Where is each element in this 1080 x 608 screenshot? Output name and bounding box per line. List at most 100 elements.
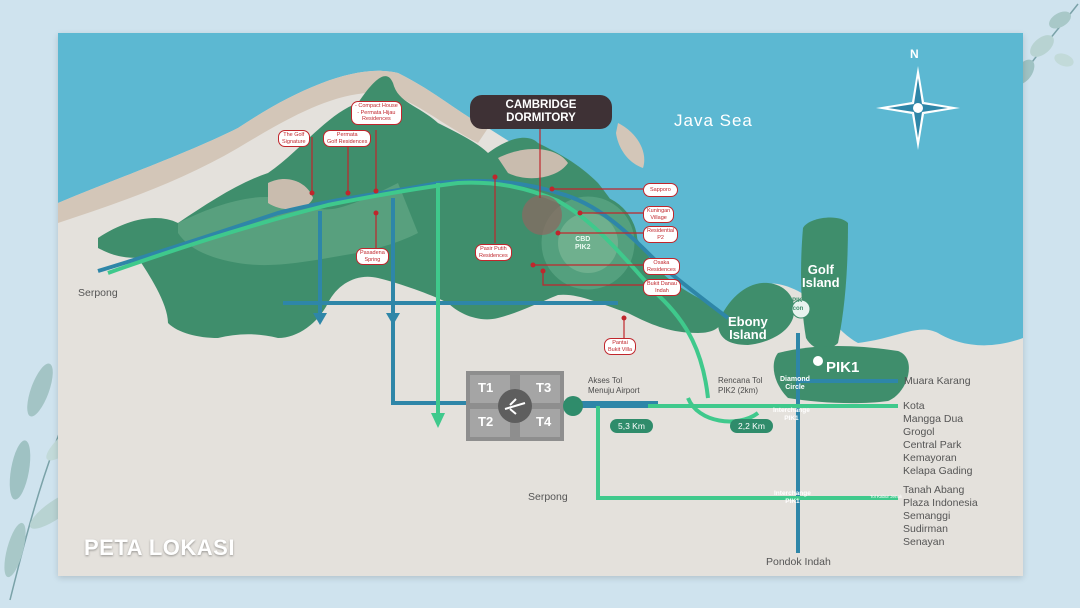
cbd-pik2-label: CBD PIK2 <box>575 236 591 252</box>
place-group-1: Kota Mangga Dua Grogol Central Park Kema… <box>903 400 972 478</box>
map-frame[interactable]: Java Sea N Golf Island Ebony Island PIK1… <box>58 33 1023 576</box>
akses-line1: Akses Tol <box>588 376 623 385</box>
cambridge-dormitory-marker[interactable]: CAMBRIDGE DORMITORY <box>470 95 612 129</box>
tag-line: Permata <box>336 132 358 138</box>
tag-line: P2 <box>657 234 664 241</box>
tag-line: - Compact House <box>355 103 398 109</box>
akses-line2: Menuju Airport <box>588 386 640 395</box>
diamond-circle-label: Diamond Circle <box>780 376 810 392</box>
interchange-pik1-top: Interchange PIK1 <box>773 407 810 423</box>
ebony-island-land <box>718 282 795 345</box>
tag-line: Signature <box>282 138 306 145</box>
place-item: Tanah Abang <box>903 484 965 496</box>
place-item: Semanggi <box>903 510 951 522</box>
rencana-tol-label: Rencana Tol PIK2 (2km) <box>718 376 762 396</box>
road-green-south-1 <box>596 406 898 500</box>
distance-badge-2: 2,2 Km <box>730 419 773 433</box>
java-sea-label: Java Sea <box>674 111 753 130</box>
cambridge-line1: CAMBRIDGE <box>505 99 577 111</box>
tag-line: Indah <box>655 287 669 294</box>
place-item: Mangga Dua <box>903 413 964 425</box>
sand-coast <box>58 70 488 223</box>
interchange-bottom-line1: Interchange <box>774 490 811 497</box>
tag-bukit-danau[interactable]: Bukit Danau Indah <box>643 279 681 296</box>
place-pondok-indah: Pondok Indah <box>766 556 831 568</box>
place-serpong-west: Serpong <box>78 287 118 299</box>
tag-residential-p2[interactable]: Residential P2 <box>643 226 679 243</box>
compass-rose-icon <box>876 66 960 150</box>
cbd-line2: PIK2 <box>575 244 591 251</box>
tag-line: Bukit Villa <box>608 346 633 353</box>
tag-line: Kuningan <box>647 208 671 214</box>
tag-golf-signature[interactable]: The Golf Signature <box>278 130 310 147</box>
interchange-top-line2: PIK1 <box>784 415 799 422</box>
distance-badge-1: 5,3 Km <box>610 419 653 433</box>
tag-pantai-bukit-villa[interactable]: Pantai Bukit Villa <box>604 338 637 355</box>
terminal-t1: T1 <box>478 380 494 395</box>
pik-icon-label: PIK Icon <box>791 297 803 313</box>
golf-island-label: Golf Island <box>802 263 840 289</box>
compass-north-label: N <box>910 47 919 61</box>
diamond-circle-line2: Circle <box>785 384 805 391</box>
place-item: Sudirman <box>903 523 948 535</box>
map-canvas <box>58 33 1023 553</box>
tag-line: Pasir Putih <box>480 246 507 252</box>
tag-compact-house[interactable]: - Compact House - Permata Hijau Residenc… <box>351 101 402 125</box>
cbd-line1: CBD <box>575 236 591 243</box>
tag-line: Bukit Danau <box>647 281 677 287</box>
terminal-t3: T3 <box>536 380 552 395</box>
diamond-circle-line1: Diamond <box>780 376 810 383</box>
sea-area <box>58 33 1023 346</box>
interchange-bottom-line2: PIK1 <box>785 498 800 505</box>
pik1-land <box>773 346 909 404</box>
tag-line: Golf Residences <box>327 138 368 145</box>
place-item: Kota <box>903 400 925 412</box>
tag-pasir-putih[interactable]: Pasir Putih Residences <box>475 244 512 261</box>
golf-island-line2: Island <box>802 275 840 290</box>
tag-osaka[interactable]: Osaka Residences <box>643 258 680 275</box>
place-item: Senayan <box>903 536 945 548</box>
cambridge-line2: DORMITORY <box>506 112 576 124</box>
tag-line: The Golf <box>283 132 305 138</box>
tag-kuningan[interactable]: Kuningan Village <box>643 206 675 223</box>
sand-patch-2 <box>498 148 568 179</box>
place-muara-karang: Muara Karang <box>904 375 971 387</box>
pik2-land-inner <box>178 183 418 266</box>
pik-icon-line1: PIK <box>792 298 803 304</box>
page-title: PETA LOKASI <box>84 535 235 560</box>
tag-line: Spring <box>364 256 381 263</box>
place-item: Grogol <box>903 426 935 438</box>
terminal-t2: T2 <box>478 414 494 429</box>
ebony-island-label: Ebony Island <box>728 315 768 341</box>
ebony-island-line2: Island <box>729 327 767 342</box>
sand-patch-1 <box>268 178 313 210</box>
golf-island-land <box>801 217 848 350</box>
place-item: Plaza Indonesia <box>903 497 978 509</box>
place-group-2: Tanah Abang Plaza Indonesia Semanggi Sud… <box>903 484 978 549</box>
place-item: Central Park <box>903 439 962 451</box>
tol-kabur-jenok-label: Tol Kabur Jenok <box>870 494 903 499</box>
tag-line: - Permata Hijau <box>357 109 396 116</box>
tag-line: Residential <box>647 228 675 234</box>
tag-line: Pasadena <box>360 250 385 256</box>
rencana-line2: PIK2 (2km) <box>718 386 759 395</box>
place-item: Kemayoran <box>903 452 957 464</box>
tag-pasadena[interactable]: Pasadena Spring <box>356 248 389 265</box>
pik1-label: PIK1 <box>826 359 860 376</box>
tag-permata-golf[interactable]: Permata Golf Residences <box>323 130 372 147</box>
golf-island-line1: Golf <box>807 262 834 277</box>
tag-line: Village <box>650 214 667 221</box>
tag-line: Osaka <box>653 260 670 266</box>
pik-icon-line2: Icon <box>791 306 804 312</box>
tag-sapporo[interactable]: Sapporo <box>643 183 678 197</box>
rencana-line1: Rencana Tol <box>718 376 763 385</box>
road-green-loop <box>686 397 760 424</box>
tag-line: Residences <box>362 116 391 122</box>
place-item: Kelapa Gading <box>903 465 973 477</box>
place-serpong-south: Serpong <box>528 491 568 503</box>
tag-line: Residences <box>647 266 676 273</box>
interchange-top-line1: Interchange <box>773 407 810 414</box>
terminal-t4: T4 <box>536 414 552 429</box>
sand-patch-3 <box>616 123 645 168</box>
akses-tol-label: Akses Tol Menuju Airport <box>588 376 640 396</box>
